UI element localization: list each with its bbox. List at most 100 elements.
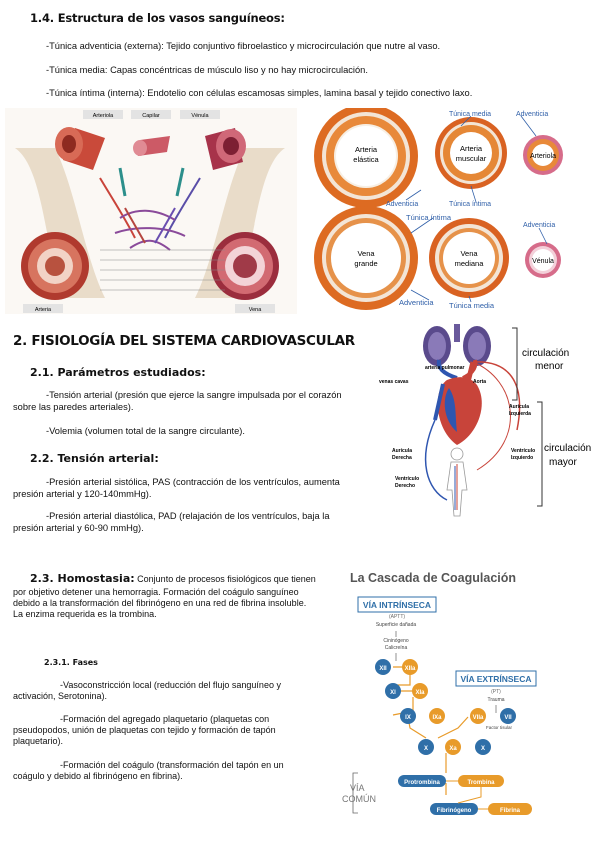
- tunica-intima-label: Túnica íntima: [406, 213, 452, 222]
- svg-text:XI: XI: [390, 690, 396, 696]
- tunica-intima-text: -Túnica íntima (interna): Endotelio con …: [46, 88, 473, 98]
- fase-2-line-1: -Formación del agregado plaquetario (pla…: [60, 714, 270, 724]
- via-comun-label-2: COMÚN: [342, 794, 376, 804]
- factor-xii-node: XII: [375, 659, 391, 675]
- vessel-structure-figure: Arteriola Capilar Vénula Arteria Vena: [5, 108, 297, 314]
- svg-text:XIIa: XIIa: [405, 666, 416, 672]
- factor-xa-node: Xa: [445, 739, 461, 755]
- factor-vii-node: VII: [500, 708, 516, 724]
- circulacion-menor-label-1: circulación: [522, 348, 569, 359]
- circulacion-mayor-label-1: circulación: [544, 443, 591, 454]
- svg-text:Protrombina: Protrombina: [404, 780, 440, 786]
- lungs: [423, 324, 491, 366]
- factor-xia-node: XIa: [412, 683, 428, 699]
- fase-2-line-2: pseudopodos, unión de plaquetas con teji…: [13, 725, 276, 735]
- svg-text:VIIa: VIIa: [473, 715, 484, 721]
- ventriculo-izquierdo-label-2: Izquierdo: [511, 455, 533, 461]
- venula-ring: [525, 242, 561, 278]
- vena-grande-label-1: Vena: [357, 249, 375, 258]
- section-1-4-title: 1.4. Estructura de los vasos sanguíneos:: [30, 11, 285, 25]
- via-comun-label-1: VÍA: [350, 783, 365, 793]
- via-extrinseca-label: VÍA EXTRÍNSECA: [460, 674, 531, 684]
- tunica-media-label-top: Túnica media: [449, 111, 491, 118]
- circulation-figure: circulación menor circulación mayor arte…: [377, 320, 595, 518]
- vena-mediana-ring: [429, 218, 509, 298]
- fibrina-pill: Fibrina: [488, 803, 532, 815]
- homostasia-line-3: debido a la transformación del fibrinóge…: [13, 598, 307, 608]
- fibrinogeno-pill: Fibrinógeno: [430, 803, 478, 815]
- venula-tube: [205, 128, 246, 170]
- cascade-title: La Cascada de Coagulación: [350, 571, 516, 585]
- coagulation-cascade-figure: La Cascada de Coagulación VÍA INTRÍNSECA…: [338, 563, 596, 827]
- arteriola-ring: [523, 135, 563, 175]
- arteria-elastica-label-1: Arteria: [355, 145, 378, 154]
- arteria-elastica-label-2: elástica: [353, 155, 379, 164]
- pad-text-1: -Presión arterial diastólica, PAD (relaj…: [46, 511, 330, 521]
- pas-text-1: -Presión arterial sistólica, PAS (contra…: [46, 477, 340, 487]
- arteria-cross-section: [21, 232, 89, 300]
- arteria-muscular-label-2: muscular: [456, 154, 487, 163]
- tunica-adventicia-text: -Túnica adventicia (externa): Tejido con…: [46, 41, 441, 51]
- pt-label: (PT): [491, 689, 501, 695]
- section-2-title: 2. FISIOLOGÍA DEL SISTEMA CARDIOVASCULAR: [13, 333, 355, 349]
- vena-mediana-label-1: Vena: [460, 249, 478, 258]
- svg-text:VII: VII: [504, 715, 512, 721]
- human-figure: [446, 447, 468, 517]
- arteria-muscular-ring: [435, 117, 507, 189]
- arteria-label: Arteria: [35, 307, 52, 313]
- arteria-pulmonar-label: arteria pulmonar: [425, 365, 465, 371]
- cininogeno-label: Cininógeno: [383, 638, 409, 644]
- vena-grande-ring: [314, 206, 418, 310]
- homostasia-line-4: La enzima requerida es la trombina.: [13, 609, 157, 619]
- factor-xi-node: XI: [385, 683, 401, 699]
- section-2-2-title: 2.2. Tensión arterial:: [30, 452, 159, 465]
- vena-mediana-label-2: mediana: [455, 259, 485, 268]
- ventriculo-derecho-label-2: Derecho: [395, 483, 415, 489]
- homostasia-line-2: por objetivo detener una hemorragia. For…: [13, 587, 299, 597]
- arteria-elastica-ring: [314, 108, 418, 208]
- tunica-media-label-bottom: Túnica media: [449, 301, 495, 310]
- svg-text:Trombina: Trombina: [467, 780, 495, 786]
- svg-text:Xa: Xa: [449, 746, 457, 752]
- vena-label: Vena: [249, 307, 262, 313]
- trauma-label: Trauma: [487, 697, 504, 703]
- fase-2-line-3: plaquetario).: [13, 736, 64, 746]
- protrombina-pill: Protrombina: [398, 775, 446, 787]
- arteriola-tube: [55, 127, 105, 170]
- venula-wall-label: Vénula: [532, 258, 554, 265]
- adventicia-label-right: Adventicia: [523, 222, 555, 229]
- ventriculo-izquierdo-label-1: Ventrículo: [511, 448, 535, 454]
- ventriculo-derecho-label-1: Ventrículo: [395, 476, 419, 482]
- aptt-label: (APTT): [389, 614, 405, 620]
- factor-tisular-label: Factor tisular: [486, 725, 513, 730]
- svg-text:IX: IX: [405, 715, 411, 721]
- auricula-derecha-label-2: Derecha: [392, 455, 412, 461]
- via-intrinseca-label: VÍA INTRÍNSECA: [363, 600, 431, 610]
- superficie-label: Superficie dañada: [376, 622, 417, 628]
- vena-cross-section: [211, 232, 279, 300]
- fase-1-line-1: -Vasoconstricción local (reducción del f…: [60, 680, 281, 690]
- tunica-intima-label-mid: Túnica íntima: [449, 201, 491, 208]
- factor-xiia-node: XIIa: [402, 659, 418, 675]
- arteria-muscular-label-1: Arteria: [460, 144, 483, 153]
- arteriola-wall-label: Arteriola: [530, 153, 556, 160]
- svg-text:Fibrina: Fibrina: [500, 808, 521, 814]
- homostasia-line-1: 2.3. Homostasia: Conjunto de procesos fi…: [30, 573, 316, 585]
- fase-3-line-1: -Formación del coágulo (transformación d…: [60, 760, 284, 770]
- adventicia-label-mid: Adventicia: [386, 201, 418, 208]
- factor-ix-node: IX: [400, 708, 416, 724]
- svg-text:Fibrinógeno: Fibrinógeno: [437, 808, 472, 814]
- heart: [433, 361, 482, 445]
- tunica-media-text: -Túnica media: Capas concéntricas de mús…: [46, 65, 368, 75]
- section-2-3-1-title: 2.3.1. Fases: [44, 658, 98, 667]
- volemia-text: -Volemia (volumen total de la sangre cir…: [46, 426, 245, 436]
- factor-x-node-left: X: [418, 739, 434, 755]
- fase-3-line-2: coágulo y debido al fibrinógeno en fibri…: [13, 771, 183, 781]
- capilar-tube: [133, 136, 170, 156]
- svg-text:IXa: IXa: [432, 715, 442, 721]
- pad-text-2: presión arterial y 60-90 mmHg).: [13, 523, 144, 533]
- svg-text:X: X: [481, 746, 485, 752]
- adventicia-label-bottom: Adventicia: [399, 298, 434, 307]
- venas-cavas-label: venas cavas: [379, 379, 409, 385]
- auricula-izquierda-label-2: Izquierda: [509, 411, 531, 417]
